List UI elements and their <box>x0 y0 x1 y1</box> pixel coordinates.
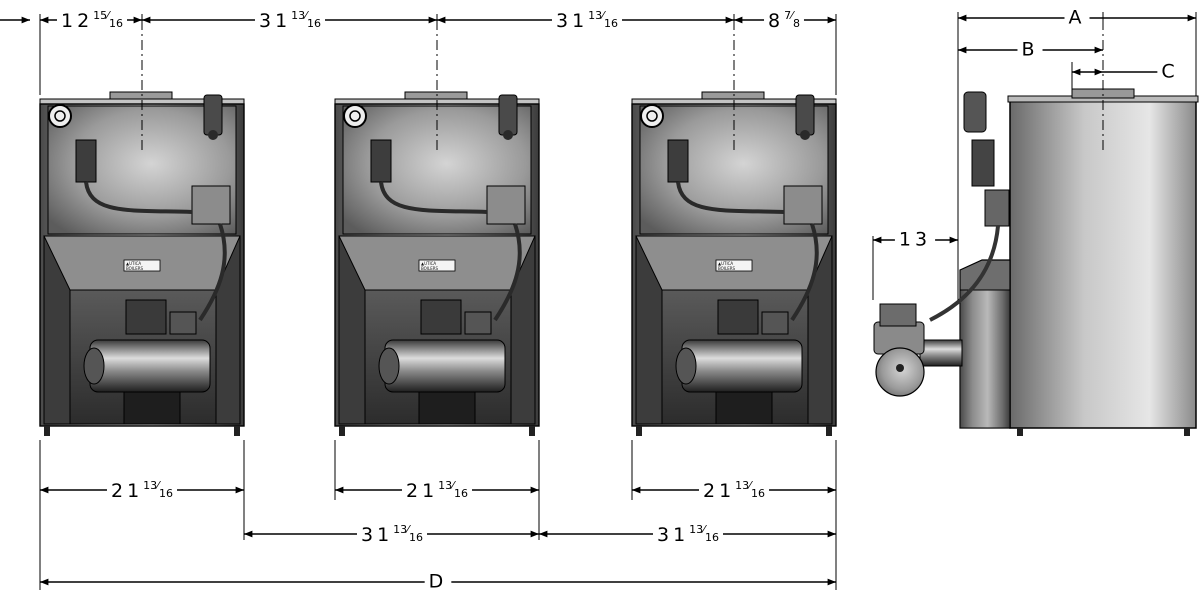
label-bottom-spacing-1: 3113⁄16 <box>361 523 423 546</box>
gauge-dial <box>54 110 66 122</box>
brand-badge <box>123 259 161 272</box>
label-width-3: 2113⁄16 <box>703 479 765 502</box>
label-bg <box>424 569 452 592</box>
relief-valve <box>203 94 223 136</box>
label-burner-projection: 13 <box>899 229 931 251</box>
label-top-right-offset: 87⁄8 <box>768 9 800 32</box>
aquastat-control <box>667 139 689 183</box>
side-view-boiler <box>873 20 1199 436</box>
burner-motor <box>125 299 167 335</box>
burner-nozzle <box>675 347 697 385</box>
foot-right <box>234 426 240 436</box>
foot-right <box>529 426 535 436</box>
brand-badge <box>418 259 456 272</box>
relief-valve-outlet <box>800 130 810 140</box>
aquastat-control <box>370 139 392 183</box>
side-burner-tube <box>919 339 963 367</box>
badge-line-1: ▲UTICA <box>126 261 141 266</box>
side-junction-box <box>984 189 1010 227</box>
label-bg <box>764 8 804 33</box>
side-burner-motor <box>879 303 917 327</box>
brand-badge <box>715 259 753 272</box>
foot-left <box>44 426 50 436</box>
badge-line-2: BOILERS <box>126 266 144 271</box>
label-bg <box>254 8 326 33</box>
side-flue-collar <box>1071 88 1135 99</box>
burner-nozzle <box>378 347 400 385</box>
label-bg <box>106 478 178 503</box>
label-side-c: C <box>1161 61 1178 83</box>
burner-housing <box>89 339 211 393</box>
burner-pedestal <box>715 391 773 425</box>
label-side-a: A <box>1069 7 1086 29</box>
side-control-box <box>971 139 995 187</box>
badge-line-2: BOILERS <box>421 266 439 271</box>
relief-valve <box>795 94 815 136</box>
relief-valve <box>498 94 518 136</box>
burner-motor <box>420 299 462 335</box>
junction-box <box>191 185 231 225</box>
side-front-panel <box>959 289 1011 429</box>
label-width-1: 2113⁄16 <box>111 479 173 502</box>
pressure-gauge-icon <box>48 104 72 128</box>
burner-transformer <box>169 311 197 335</box>
badge-line-2: BOILERS <box>718 266 736 271</box>
dimension-labels: 1215⁄16 3113⁄16 3113⁄16 87⁄8 2113⁄16 2113⁄16 2… <box>56 5 1183 592</box>
control-cable <box>84 181 193 214</box>
side-cable <box>929 225 1000 322</box>
junction-box <box>486 185 526 225</box>
label-bottom-spacing-2: 3113⁄16 <box>657 523 719 546</box>
label-top-left-offset: 1215⁄16 <box>61 9 123 32</box>
burner-cable <box>790 223 819 322</box>
label-top-spacing-2: 3113⁄16 <box>556 9 618 32</box>
label-bg <box>1157 59 1183 84</box>
label-bg <box>56 8 128 33</box>
label-side-b: B <box>1021 39 1038 61</box>
label-bg <box>1064 5 1090 30</box>
burner-transformer <box>761 311 789 335</box>
label-top-spacing-1: 3113⁄16 <box>259 9 321 32</box>
burner-pedestal <box>123 391 181 425</box>
label-bg <box>1017 37 1043 62</box>
burner-cable <box>198 223 227 322</box>
burner-housing <box>681 339 803 393</box>
pressure-gauge-icon <box>640 104 664 128</box>
label-bg <box>698 478 770 503</box>
burner-motor <box>717 299 759 335</box>
foot-right <box>826 426 832 436</box>
side-relief-valve <box>963 91 987 133</box>
label-bg <box>401 478 473 503</box>
label-bg <box>356 522 428 547</box>
gauge-dial <box>349 110 361 122</box>
side-cabinet <box>1009 97 1197 429</box>
aquastat-control <box>75 139 97 183</box>
burner-transformer <box>464 311 492 335</box>
burner-nozzle <box>83 347 105 385</box>
label-bg <box>652 522 724 547</box>
relief-valve-outlet <box>503 130 513 140</box>
relief-valve-outlet <box>208 130 218 140</box>
badge-line-1: ▲UTICA <box>421 261 436 266</box>
control-cable <box>379 181 488 214</box>
label-bg <box>894 227 936 252</box>
label-width-2: 2113⁄16 <box>406 479 468 502</box>
foot-left <box>636 426 642 436</box>
foot-left <box>339 426 345 436</box>
badge-line-1: ▲UTICA <box>718 261 733 266</box>
control-cable <box>676 181 785 214</box>
label-overall-d: D <box>429 571 448 592</box>
burner-housing <box>384 339 506 393</box>
label-bg <box>551 8 623 33</box>
gauge-dial <box>646 110 658 122</box>
junction-box <box>783 185 823 225</box>
burner-cable <box>493 223 522 322</box>
burner-pedestal <box>418 391 476 425</box>
pressure-gauge-icon <box>343 104 367 128</box>
